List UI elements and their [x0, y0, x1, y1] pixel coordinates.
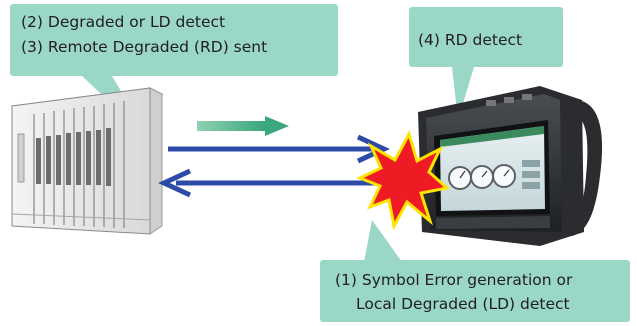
- network-tester-icon: [418, 86, 603, 246]
- callout-right-text: (4) RD detect: [418, 28, 522, 53]
- transmit-arrow-right-icon: [168, 134, 390, 164]
- network-equipment-rack-icon: [10, 87, 164, 235]
- callout-bottom-shape: [320, 220, 630, 322]
- receive-arrow-left-icon: [158, 168, 392, 198]
- callout-left-text: (2) Degraded or LD detect (3) Remote Deg…: [21, 10, 267, 60]
- callout-bottom-text: (1) Symbol Error generation or Local Deg…: [335, 268, 572, 316]
- callout-bottom-line-1: (1) Symbol Error generation or: [335, 271, 573, 289]
- signal-direction-green-arrow-icon: [197, 116, 289, 136]
- callout-bottom-line-2: Local Degraded (LD) detect: [356, 295, 570, 313]
- callout-right-line-1: (4) RD detect: [418, 31, 523, 49]
- callout-left-line-1: (2) Degraded or LD detect: [21, 13, 226, 31]
- error-burst-icon: [356, 130, 451, 231]
- callout-left-line-2: (3) Remote Degraded (RD) sent: [21, 38, 268, 56]
